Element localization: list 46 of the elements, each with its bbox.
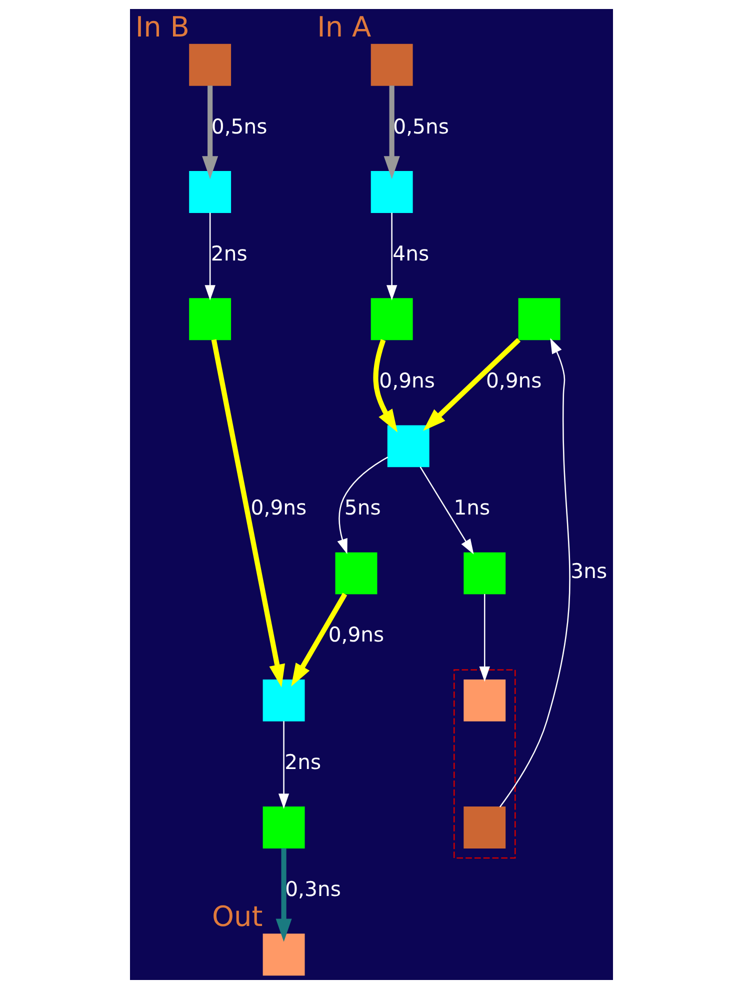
edge-label: 0,3ns	[285, 876, 341, 901]
edge-label: 0,5ns	[393, 114, 449, 138]
node-box	[189, 171, 232, 213]
node-box	[464, 552, 506, 594]
node-box	[262, 806, 305, 848]
cluster	[453, 669, 516, 859]
node-box	[189, 298, 232, 340]
node-box	[518, 298, 560, 340]
node-label: Out	[212, 900, 263, 934]
node-box	[387, 425, 430, 468]
edge-label: 0,9ns	[328, 622, 384, 647]
node-box	[189, 44, 232, 86]
arrow	[291, 592, 348, 686]
arrow	[373, 339, 398, 432]
edge-label: 4ns	[392, 241, 430, 266]
edge-label: 3ns	[570, 559, 608, 584]
node-box	[335, 552, 378, 594]
edge-label: 2ns	[210, 241, 248, 266]
edge-label: 0,9ns	[486, 368, 542, 392]
arrow	[420, 466, 474, 554]
edge-label: 0,5ns	[211, 114, 268, 138]
node-box	[370, 44, 413, 86]
edge-label: 1ns	[454, 496, 490, 520]
arrow	[278, 721, 290, 809]
node-box	[262, 679, 305, 722]
edge-label: 5ns	[344, 496, 381, 520]
edge-label: 0,9ns	[379, 368, 435, 392]
arrow	[337, 456, 388, 554]
arrow	[276, 848, 292, 942]
node-label: In A	[317, 10, 372, 44]
arrow	[386, 212, 398, 300]
arrow	[211, 339, 286, 688]
node-box	[262, 934, 305, 976]
edge-label: 0,9ns	[250, 496, 307, 520]
node-box	[370, 298, 413, 340]
arrow	[202, 86, 218, 180]
node-box	[370, 171, 413, 213]
arrow	[499, 338, 570, 808]
node-box	[464, 806, 506, 848]
arrow	[423, 338, 521, 431]
arrow	[479, 594, 490, 682]
edge-label: 2ns	[284, 750, 322, 774]
arrow	[204, 212, 216, 300]
arrow	[384, 86, 400, 180]
node-label: In B	[135, 10, 190, 44]
node-box	[464, 679, 506, 722]
